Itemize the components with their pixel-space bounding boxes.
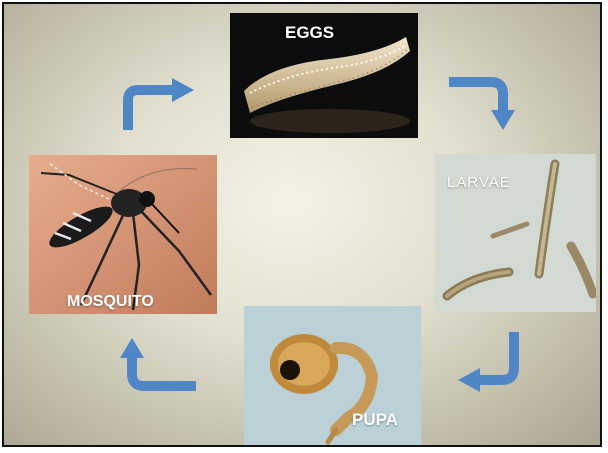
arrow-larvae-to-pupa bbox=[456, 330, 528, 394]
arrow-eggs-to-larvae bbox=[447, 72, 521, 132]
mosquito-label: MOSQUITO bbox=[67, 293, 154, 311]
larvae-label: LARVAE bbox=[447, 174, 511, 191]
pupa-panel: PUPA bbox=[244, 306, 421, 446]
mosquito-panel: MOSQUITO bbox=[29, 155, 217, 314]
eggs-panel: EGGS bbox=[230, 13, 418, 138]
life-cycle-diagram: EGGS LARVAE PUPA bbox=[2, 2, 602, 447]
eggs-label: EGGS bbox=[285, 23, 334, 43]
mosquito-image bbox=[29, 155, 217, 314]
larvae-panel: LARVAE bbox=[435, 154, 596, 312]
arrow-pupa-to-mosquito bbox=[114, 334, 198, 396]
arrow-mosquito-to-eggs bbox=[122, 76, 196, 134]
pupa-label: PUPA bbox=[352, 410, 398, 430]
